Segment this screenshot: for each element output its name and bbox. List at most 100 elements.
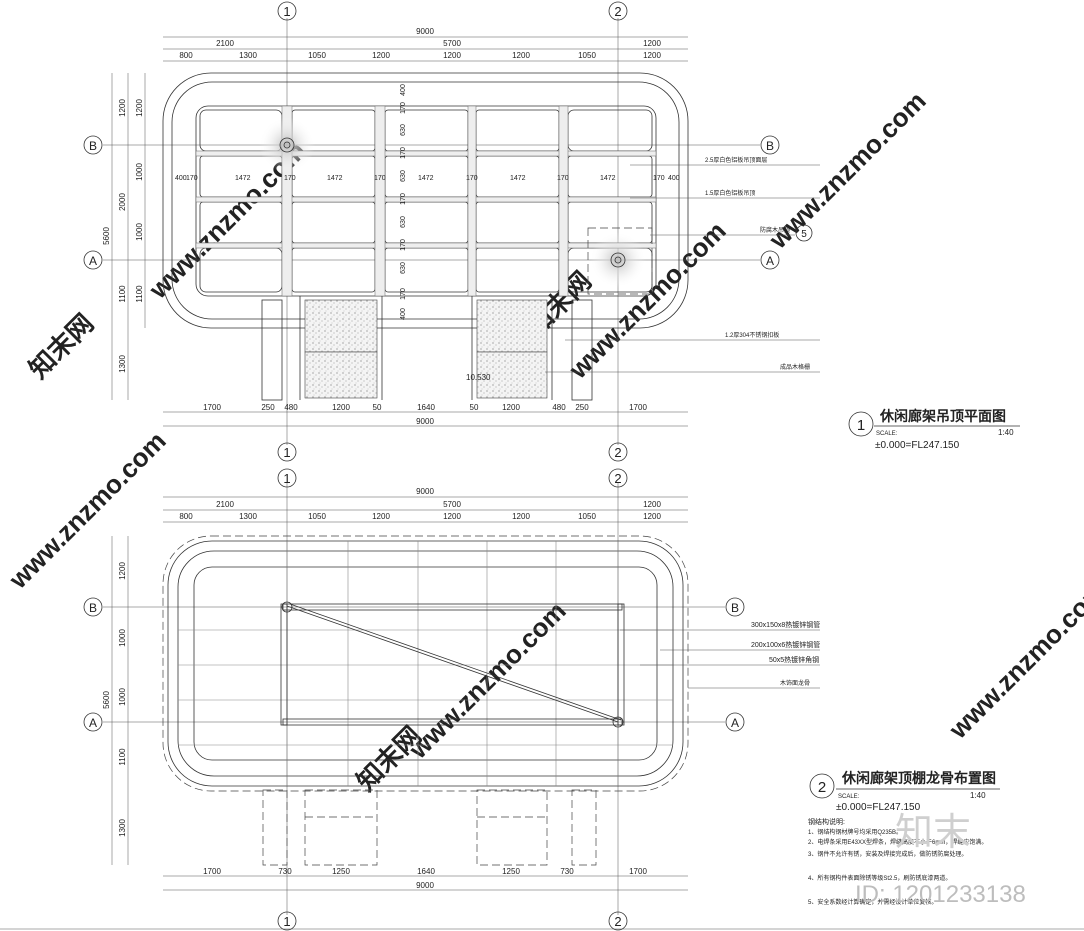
svg-text:480: 480 xyxy=(284,403,298,412)
axis-bubble-a-left: A xyxy=(83,712,103,732)
svg-text:1.5厚白色铝板吊顶: 1.5厚白色铝板吊顶 xyxy=(705,189,755,197)
svg-text:1640: 1640 xyxy=(417,403,435,412)
svg-text:480: 480 xyxy=(552,403,566,412)
svg-text:5700: 5700 xyxy=(443,500,461,509)
svg-text:730: 730 xyxy=(560,867,574,876)
svg-text:1200: 1200 xyxy=(372,512,390,521)
watermark: www.znzmo.com xyxy=(2,426,171,595)
axis-bubble-b-left: B xyxy=(83,597,103,617)
svg-text:±0.000=FL247.150: ±0.000=FL247.150 xyxy=(875,440,960,451)
svg-text:1: 1 xyxy=(283,471,290,486)
svg-text:1200: 1200 xyxy=(443,512,461,521)
svg-text:1050: 1050 xyxy=(308,51,326,60)
watermark: www.znzmo.com xyxy=(942,576,1084,745)
svg-text:1472: 1472 xyxy=(510,175,526,182)
axis-bubble-1-top: 1 xyxy=(277,1,297,21)
svg-text:1300: 1300 xyxy=(239,51,257,60)
svg-text:1300: 1300 xyxy=(118,355,127,373)
svg-text:2000: 2000 xyxy=(118,193,127,211)
axis-bubble-1-bottom: 1 xyxy=(277,442,297,462)
watermark: 知末网 xyxy=(23,308,99,384)
svg-text:1: 1 xyxy=(283,914,290,929)
svg-text:成品木格栅: 成品木格栅 xyxy=(780,363,810,371)
svg-text:170: 170 xyxy=(400,193,407,205)
svg-text:250: 250 xyxy=(575,403,589,412)
svg-text:B: B xyxy=(766,139,774,153)
svg-text:1: 1 xyxy=(857,417,865,434)
svg-text:2: 2 xyxy=(614,471,621,486)
svg-text:1700: 1700 xyxy=(203,403,221,412)
axis-bubble-b-left: B xyxy=(83,135,103,155)
svg-text:B: B xyxy=(89,139,97,153)
svg-text:400: 400 xyxy=(668,175,680,182)
svg-text:170: 170 xyxy=(400,102,407,114)
svg-text:1700: 1700 xyxy=(203,867,221,876)
svg-text:ID: 1201233138: ID: 1201233138 xyxy=(855,881,1026,908)
plan-2-framing: 1 2 1 2 B A B A xyxy=(83,468,1000,931)
svg-text:170: 170 xyxy=(400,239,407,251)
plan-1-title-block: 1 休闲廊架吊顶平面图 SCALE: 1:40 ±0.000=FL247.150 xyxy=(848,408,1020,451)
svg-text:1200: 1200 xyxy=(643,512,661,521)
svg-text:A: A xyxy=(731,716,739,730)
svg-text:3、钢件不允许有锈，安装及焊接完成后，做防锈防腐处理。: 3、钢件不允许有锈，安装及焊接完成后，做防锈防腐处理。 xyxy=(808,850,967,858)
svg-text:B: B xyxy=(89,601,97,615)
svg-text:2: 2 xyxy=(614,4,621,19)
svg-text:5: 5 xyxy=(801,229,807,240)
svg-text:2100: 2100 xyxy=(216,500,234,509)
svg-text:730: 730 xyxy=(278,867,292,876)
svg-text:B: B xyxy=(731,601,739,615)
svg-text:1100: 1100 xyxy=(118,285,127,303)
axis-bubble-2-bottom: 2 xyxy=(608,442,628,462)
svg-text:170: 170 xyxy=(557,175,569,182)
svg-text:630: 630 xyxy=(400,216,407,228)
svg-text:1200: 1200 xyxy=(643,51,661,60)
svg-text:1200: 1200 xyxy=(643,500,661,509)
svg-text:1472: 1472 xyxy=(418,175,434,182)
svg-text:1200: 1200 xyxy=(118,562,127,580)
svg-text:630: 630 xyxy=(400,262,407,274)
svg-text:630: 630 xyxy=(400,170,407,182)
svg-text:1640: 1640 xyxy=(417,867,435,876)
svg-text:1200: 1200 xyxy=(512,51,530,60)
svg-text:A: A xyxy=(766,254,774,268)
svg-text:170: 170 xyxy=(466,175,478,182)
axis-bubble-b-right: B xyxy=(725,597,745,617)
svg-text:170: 170 xyxy=(374,175,386,182)
svg-text:1700: 1700 xyxy=(629,867,647,876)
svg-text:1200: 1200 xyxy=(443,51,461,60)
svg-text:知末: 知末 xyxy=(895,812,971,854)
svg-text:A: A xyxy=(89,254,97,268)
axis-bubble-a-right: A xyxy=(760,250,780,270)
svg-text:4、所有钢构件表面除锈等级St2.5，刷防锈底漆两道。: 4、所有钢构件表面除锈等级St2.5，刷防锈底漆两道。 xyxy=(808,874,951,882)
svg-text:50x5热镀锌角钢: 50x5热镀锌角钢 xyxy=(769,655,819,664)
axis-bubble-1-top: 1 xyxy=(277,468,297,488)
svg-text:2: 2 xyxy=(818,779,826,796)
axis-bubble-a-left: A xyxy=(83,250,103,270)
svg-text:钢结构说明:: 钢结构说明: xyxy=(808,817,845,826)
svg-text:170: 170 xyxy=(400,147,407,159)
svg-text:防腐木吊顶: 防腐木吊顶 xyxy=(760,226,790,234)
svg-text:2.5厚白色铝板吊顶面层: 2.5厚白色铝板吊顶面层 xyxy=(705,156,767,164)
svg-text:1250: 1250 xyxy=(332,867,350,876)
svg-text:9000: 9000 xyxy=(416,487,434,496)
svg-text:±0.000=FL247.150: ±0.000=FL247.150 xyxy=(836,802,921,813)
svg-text:1200: 1200 xyxy=(643,39,661,48)
svg-text:1250: 1250 xyxy=(502,867,520,876)
svg-text:2100: 2100 xyxy=(216,39,234,48)
svg-text:SCALE:: SCALE: xyxy=(876,431,898,437)
svg-text:1050: 1050 xyxy=(308,512,326,521)
svg-text:170: 170 xyxy=(284,175,296,182)
plan-2-title-block: 2 休闲廊架顶棚龙骨布置图 SCALE: 1:40 ±0.000=FL247.1… xyxy=(809,770,1000,813)
svg-text:SCALE:: SCALE: xyxy=(838,794,860,800)
svg-text:200x100x6热镀锌钢管: 200x100x6热镀锌钢管 xyxy=(751,640,820,649)
svg-text:9000: 9000 xyxy=(416,27,434,36)
svg-text:170: 170 xyxy=(400,288,407,300)
svg-text:1100: 1100 xyxy=(118,748,127,766)
svg-text:9000: 9000 xyxy=(416,881,434,890)
svg-text:1300: 1300 xyxy=(118,819,127,837)
svg-text:2: 2 xyxy=(614,445,621,460)
svg-text:1: 1 xyxy=(283,445,290,460)
svg-text:1000: 1000 xyxy=(118,629,127,647)
plan-2-callouts: 300x150x8热镀锌钢管 200x100x6热镀锌钢管 50x5热镀锌角钢 … xyxy=(620,620,820,689)
